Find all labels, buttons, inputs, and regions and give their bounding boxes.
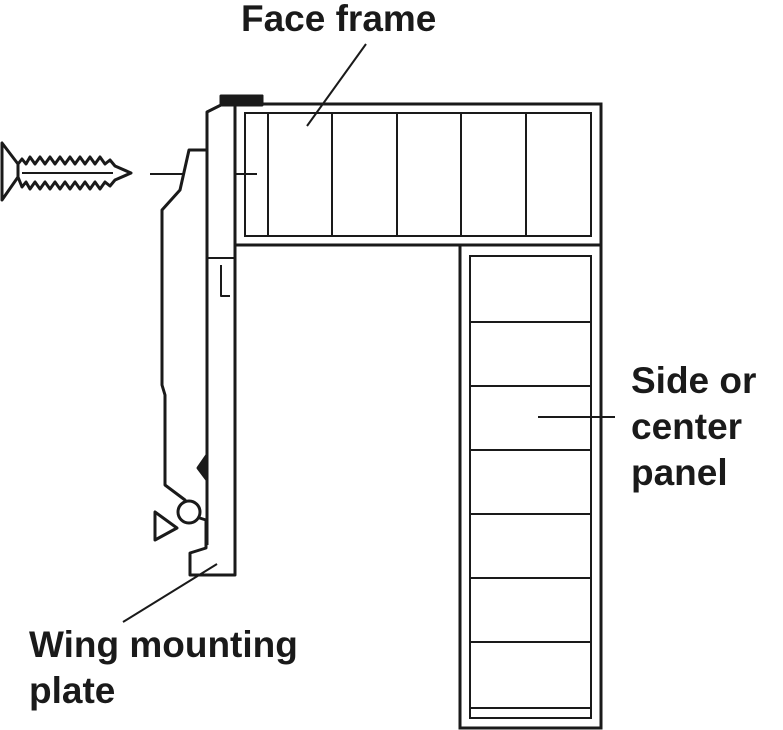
- wing-plate-leader: [122, 563, 218, 623]
- face-frame-outer: [233, 102, 603, 247]
- face-frame: [233, 102, 603, 247]
- side-panel-label-line-1: Side or: [631, 360, 757, 401]
- face-frame-label: Face frame: [241, 0, 437, 39]
- side-panel-inner: [469, 255, 592, 719]
- wing-plate-label-line-2: plate: [29, 670, 116, 711]
- plate-latch: [196, 453, 209, 482]
- side-panel-dividers: [470, 321, 591, 643]
- plate-body: [160, 94, 264, 577]
- wing-plate-label-line-1: Wing mounting: [29, 624, 298, 665]
- wing-plate-label: Wing mounting plate: [29, 622, 298, 714]
- screw-head: [0, 141, 20, 202]
- side-panel-outer: [458, 243, 603, 730]
- face-frame-dividers: [267, 113, 527, 236]
- face-frame-leader: [306, 43, 367, 127]
- side-panel-label-line-3: panel: [631, 452, 728, 493]
- screw: [0, 141, 133, 202]
- plate-notch: [220, 265, 230, 297]
- plate-hook: [153, 510, 179, 542]
- side-panel-label: Side or center panel: [631, 358, 756, 496]
- side-panel-label-line-2: center: [631, 406, 743, 447]
- side-panel: [458, 243, 603, 730]
- face-frame-inner: [244, 112, 592, 237]
- plate-pivot: [176, 499, 202, 525]
